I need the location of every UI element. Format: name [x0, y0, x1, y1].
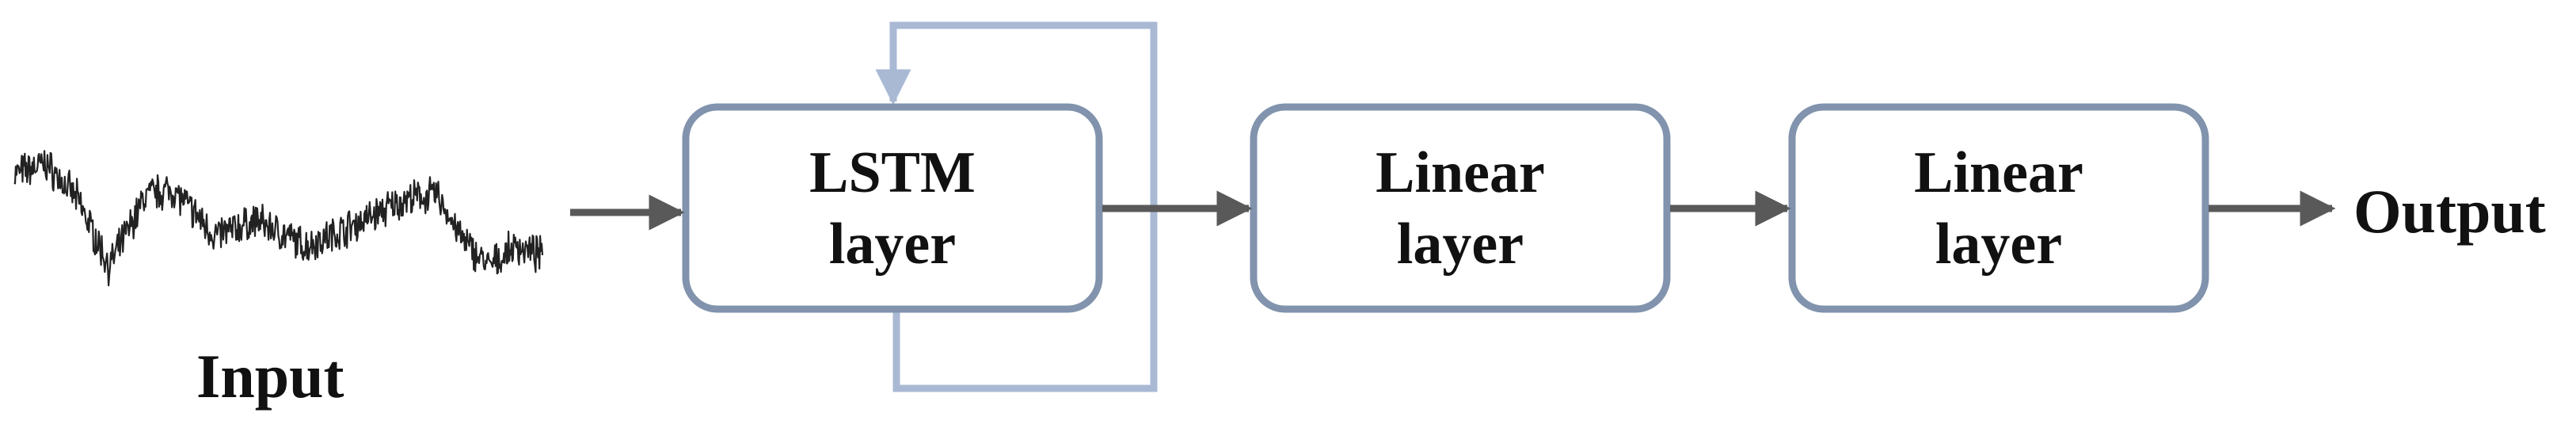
- lstm-layer-block: [682, 103, 1103, 313]
- output-label: Output: [2353, 177, 2546, 246]
- input-label: Input: [196, 342, 344, 411]
- input-signal-icon: [13, 150, 544, 287]
- linear-layer-block-2: [1788, 103, 2209, 313]
- linear-layer-block-1: [1250, 103, 1671, 313]
